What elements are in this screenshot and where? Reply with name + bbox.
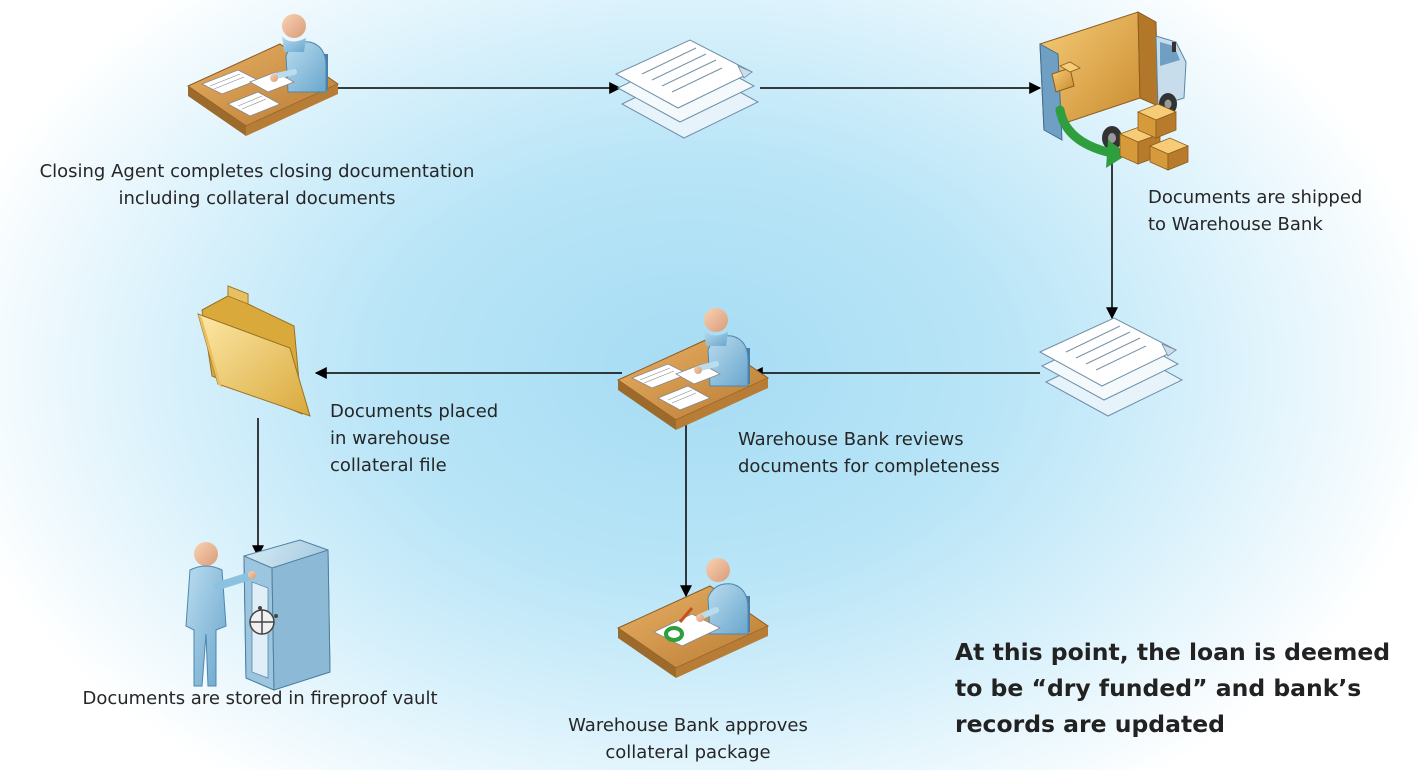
note-line: records are updated	[955, 710, 1225, 738]
approves-label: Warehouse Bank approves collateral packa…	[528, 712, 848, 766]
person-at-vault-icon	[185, 539, 331, 691]
label-line: Documents are stored in fireproof vault	[82, 688, 438, 709]
person-signing-icon	[616, 558, 770, 678]
document-stack-icon	[1038, 317, 1184, 417]
note-line: At this point, the loan is deemed	[955, 638, 1391, 666]
stored-label: Documents are stored in fireproof vault	[40, 685, 480, 712]
label-line: including collateral documents	[118, 188, 396, 209]
label-line: collateral file	[330, 455, 447, 476]
dry-funded-note: At this point, the loan is deemed to be …	[955, 634, 1390, 742]
delivery-truck-icon	[1039, 11, 1187, 168]
document-stack-icon	[614, 39, 760, 139]
note-line: to be “dry funded” and bank’s	[955, 674, 1362, 702]
label-line: Closing Agent completes closing document…	[39, 161, 475, 182]
label-line: Warehouse Bank reviews	[738, 429, 964, 450]
label-line: documents for completeness	[738, 456, 1000, 477]
label-line: Warehouse Bank approves	[568, 715, 808, 736]
closing-agent-label: Closing Agent completes closing document…	[4, 158, 510, 212]
label-line: in warehouse	[330, 428, 451, 449]
folder-icon	[197, 285, 311, 417]
label-line: Documents placed	[330, 401, 499, 422]
shipped-label: Documents are shipped to Warehouse Bank	[1148, 184, 1362, 238]
connectors	[252, 82, 1118, 598]
label-line: collateral package	[605, 742, 771, 763]
person-at-desk-icon	[186, 14, 340, 136]
label-line: Documents are shipped	[1148, 187, 1363, 208]
placed-label: Documents placed in warehouse collateral…	[330, 398, 498, 479]
reviews-label: Warehouse Bank reviews documents for com…	[738, 426, 1000, 480]
boxes-icon	[1118, 103, 1190, 171]
person-at-desk-icon	[616, 308, 770, 430]
label-line: to Warehouse Bank	[1148, 214, 1323, 235]
